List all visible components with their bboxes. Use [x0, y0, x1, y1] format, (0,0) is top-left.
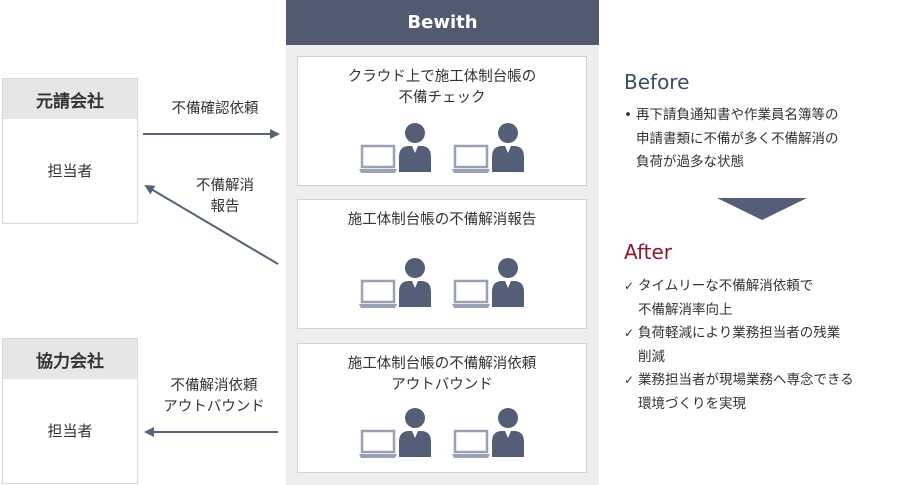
panel-report: 施工体制台帳の不備解消報告 — [297, 199, 587, 329]
panel-check: クラウド上で施工体制台帳の 不備チェック — [297, 56, 587, 186]
partner-company-person: 担当者 — [47, 422, 93, 440]
check-icon: ✓ — [624, 326, 635, 340]
arrow-resolution-report — [144, 184, 279, 265]
transition-arrow-icon — [717, 198, 807, 220]
operator-icon — [452, 408, 524, 458]
panel-outbound-title: 施工体制台帳の不備解消依頼 アウトバウンド — [347, 356, 537, 393]
arrow-label-resolution-report: 不備解消 報告 — [196, 178, 254, 215]
after-title: After — [624, 240, 673, 264]
partner-company-title: 協力会社 — [3, 339, 137, 379]
operator-icon — [359, 408, 431, 458]
bewith-header: Bewith — [286, 0, 599, 45]
after-item: ✓ 業務担当者が現場業務へ専念できる 環境づくりを実現 — [624, 369, 896, 416]
operator-icon — [359, 258, 431, 308]
check-icon: ✓ — [624, 279, 635, 293]
operator-icon — [359, 123, 431, 173]
prime-contractor-person: 担当者 — [47, 162, 93, 180]
operator-icon — [452, 123, 524, 173]
operator-icon — [452, 258, 524, 308]
panel-outbound: 施工体制台帳の不備解消依頼 アウトバウンド — [297, 343, 587, 473]
arrow-label-outbound-request: 不備解消依頼 アウトバウンド — [163, 378, 265, 415]
panel-check-title: クラウド上で施工体制台帳の 不備チェック — [347, 69, 537, 106]
after-item: ✓ 負荷軽減により業務担当者の残業 削減 — [624, 322, 896, 369]
prime-contractor-box: 元請会社 担当者 — [2, 78, 138, 224]
arrow-label-confirm-request: 不備確認依頼 — [171, 101, 259, 117]
prime-contractor-title: 元請会社 — [3, 79, 137, 119]
before-description: • 再下請負通知書や作業員名簿等の 申請書類に不備が多く不備解消の 負荷が過多な… — [624, 104, 894, 175]
before-title: Before — [624, 70, 690, 94]
panel-report-title: 施工体制台帳の不備解消報告 — [347, 212, 537, 228]
check-icon: ✓ — [624, 373, 635, 387]
after-list: ✓ タイムリーな不備解消依頼で 不備解消率向上 ✓ 負荷軽減により業務担当者の残… — [624, 275, 896, 416]
bullet-icon: • — [624, 107, 632, 123]
partner-company-box: 協力会社 担当者 — [2, 338, 138, 484]
after-item: ✓ タイムリーな不備解消依頼で 不備解消率向上 — [624, 275, 896, 322]
